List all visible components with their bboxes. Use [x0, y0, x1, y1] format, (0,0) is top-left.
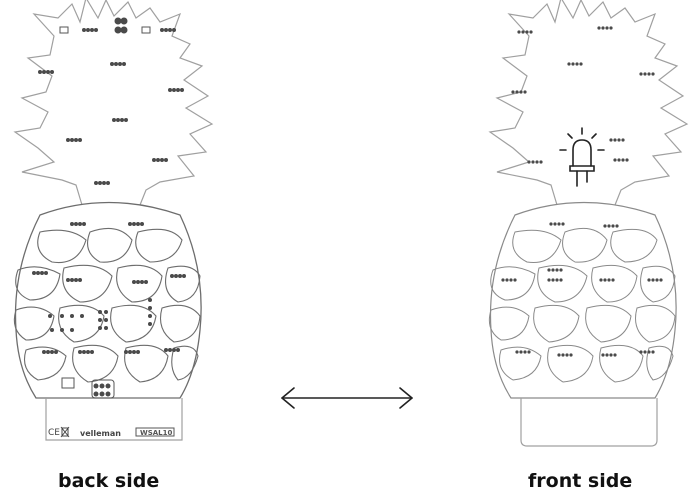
back-side-caption: back side	[58, 470, 160, 492]
model-label: WSAL10	[140, 429, 173, 437]
back-side-board: CE velleman WSAL10	[13, 0, 213, 441]
ce-mark: CE	[48, 428, 60, 438]
brand-logo: velleman	[80, 429, 121, 438]
double-arrow-icon	[281, 387, 413, 409]
led-icon	[559, 127, 605, 187]
front-side-caption: front side	[528, 470, 633, 492]
weee-bin-icon	[60, 426, 70, 438]
front-side-board	[488, 0, 688, 447]
